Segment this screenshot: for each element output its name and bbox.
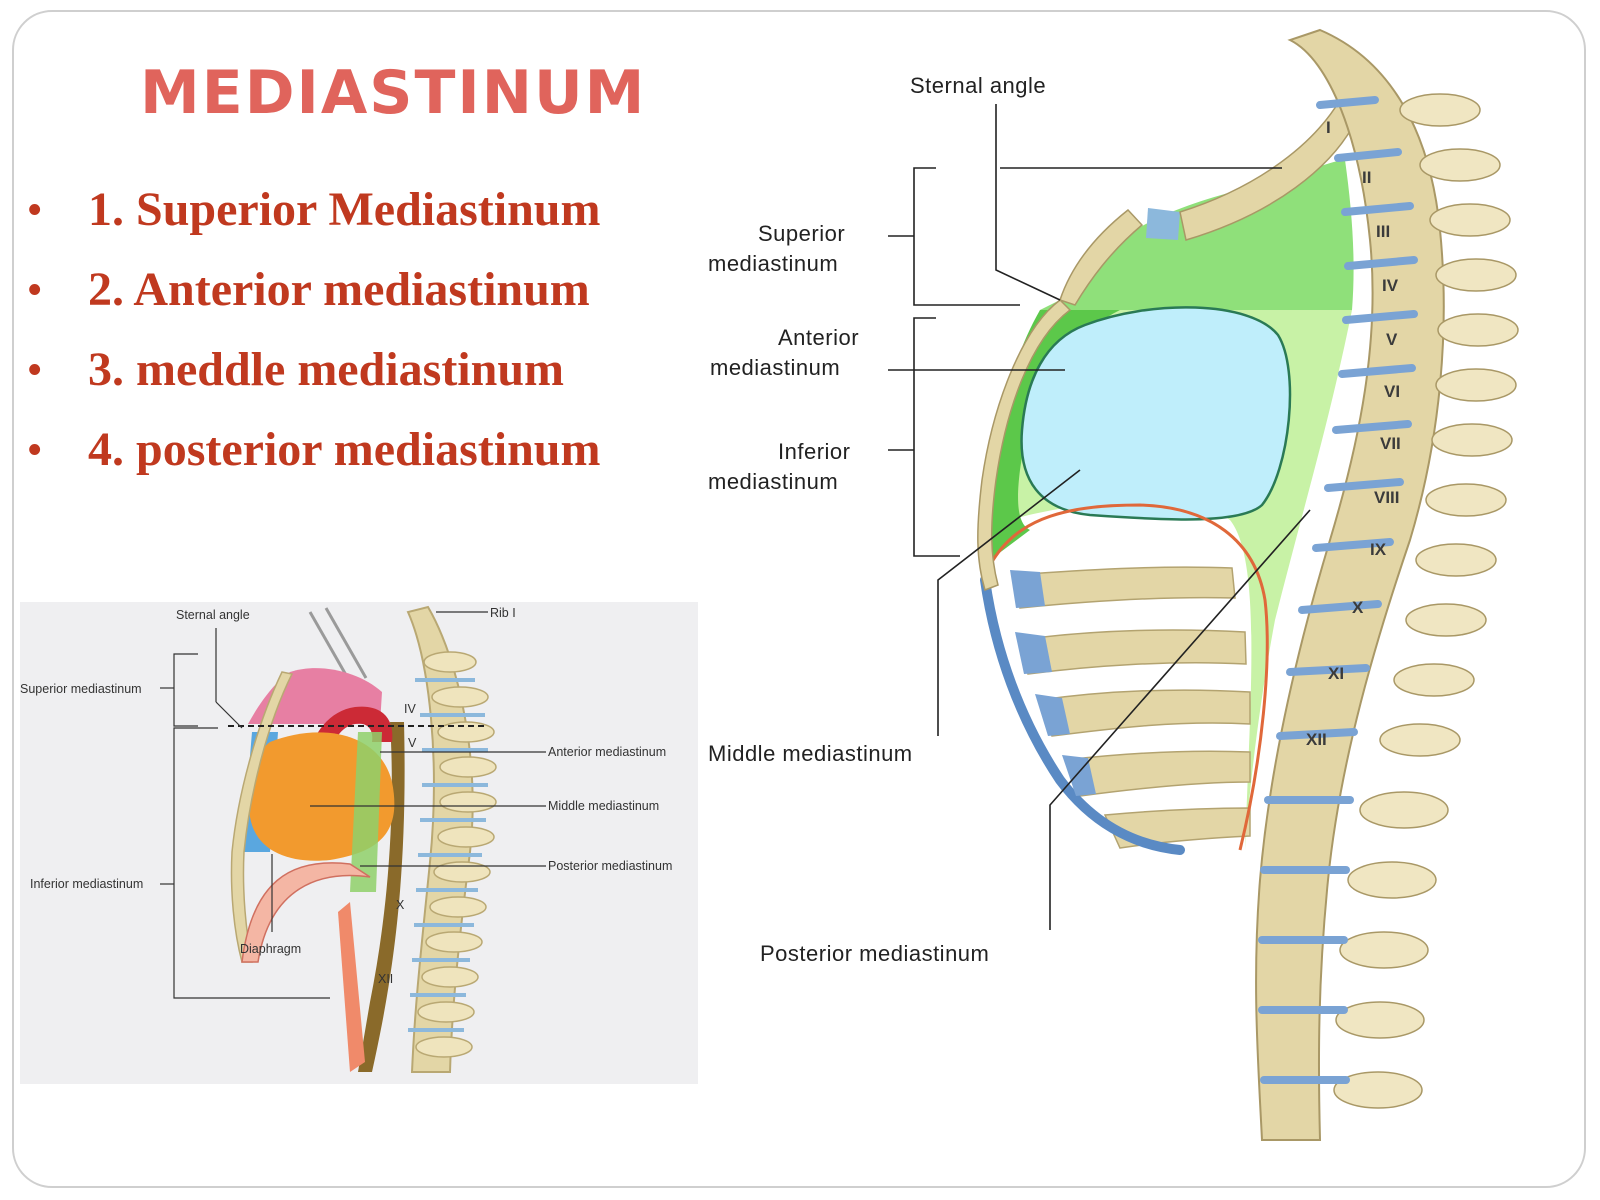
vertebra-label-xii: XII xyxy=(1306,730,1327,749)
inset-diagram-graphic xyxy=(160,605,546,1073)
vertebra-label-ii: II xyxy=(1362,168,1372,187)
bullet-item: 4. posterior mediastinum xyxy=(28,418,600,498)
label-anterior-line2: mediastinum xyxy=(710,355,841,380)
inset-label-iv: IV xyxy=(404,702,416,716)
inset-label-posterior: Posterior mediastinum xyxy=(548,859,673,873)
label-posterior-mediastinum: Posterior mediastinum xyxy=(760,941,990,966)
vertebra-label-v: V xyxy=(1386,330,1398,349)
inset-diagram: Sternal angle Rib I Superior mediastinum… xyxy=(20,602,698,1084)
vertebra-label-xi: XI xyxy=(1328,664,1345,683)
inset-label-inferior: Inferior mediastinum xyxy=(30,877,144,891)
inset-label-v: V xyxy=(408,736,417,750)
inset-label-rib-i: Rib I xyxy=(490,606,516,620)
label-inferior-line2: mediastinum xyxy=(708,469,839,494)
inset-label-anterior: Anterior mediastinum xyxy=(548,745,667,759)
vertebra-label-i: I xyxy=(1326,118,1331,137)
inset-label-superior: Superior mediastinum xyxy=(20,682,142,696)
label-superior-line2: mediastinum xyxy=(708,251,839,276)
bullet-list: 1. Superior Mediastinum 2. Anterior medi… xyxy=(28,178,600,498)
bullet-item: 3. meddle mediastinum xyxy=(28,338,600,418)
label-inferior-line1: Inferior xyxy=(778,439,851,464)
label-middle-mediastinum: Middle mediastinum xyxy=(708,741,913,766)
inset-label-diaphragm: Diaphragm xyxy=(240,942,302,956)
vertebra-label-vi: VI xyxy=(1384,382,1401,401)
inset-label-sternal-angle: Sternal angle xyxy=(176,608,250,622)
vertebra-label-viii: VIII xyxy=(1374,488,1400,507)
inset-label-middle: Middle mediastinum xyxy=(548,799,660,813)
bullet-item: 1. Superior Mediastinum xyxy=(28,178,600,258)
bullet-item: 2. Anterior mediastinum xyxy=(28,258,600,338)
label-anterior-line1: Anterior xyxy=(778,325,860,350)
vertebra-label-iii: III xyxy=(1376,222,1391,241)
label-superior-line1: Superior xyxy=(758,221,846,246)
inset-label-xii: XII xyxy=(378,972,394,986)
vertebra-label-vii: VII xyxy=(1380,434,1401,453)
label-sternal-angle: Sternal angle xyxy=(910,73,1047,98)
vertebra-label-x: X xyxy=(1352,598,1364,617)
vertebra-label-iv: IV xyxy=(1382,276,1399,295)
slide-title: MEDIASTINUM xyxy=(140,58,647,128)
vertebra-label-ix: IX xyxy=(1370,540,1387,559)
inset-label-x: X xyxy=(396,898,405,912)
